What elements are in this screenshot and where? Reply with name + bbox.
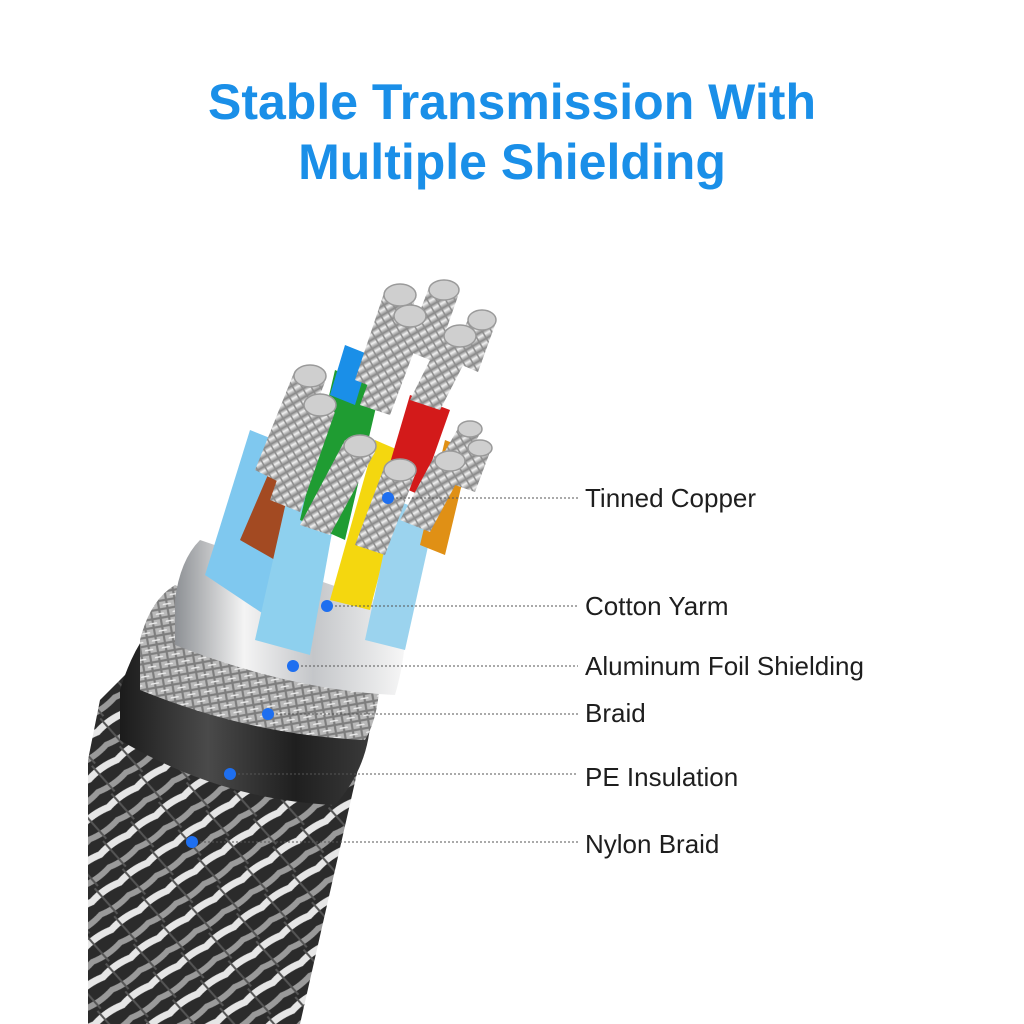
label-braid: Braid xyxy=(585,698,646,728)
marker-dot-aluminum-foil-shielding xyxy=(287,660,299,672)
marker-dot-nylon-braid xyxy=(186,836,198,848)
label-cotton-yarm: Cotton Yarm xyxy=(585,591,729,621)
label-pe-insulation: PE Insulation xyxy=(585,762,739,792)
label-nylon-braid: Nylon Braid xyxy=(585,829,720,859)
headline-line-1: Stable Transmission With xyxy=(207,74,816,130)
label-tinned-copper: Tinned Copper xyxy=(585,483,757,513)
headline-line-2: Multiple Shielding xyxy=(298,134,726,190)
marker-dot-tinned-copper xyxy=(382,492,394,504)
marker-dot-cotton-yarm xyxy=(321,600,333,612)
tinned-copper-strands xyxy=(255,279,497,555)
marker-dot-braid xyxy=(262,708,274,720)
marker-dot-pe-insulation xyxy=(224,768,236,780)
label-aluminum-foil-shielding: Aluminum Foil Shielding xyxy=(585,651,864,681)
headline: Stable Transmission With Multiple Shield… xyxy=(0,72,1024,192)
